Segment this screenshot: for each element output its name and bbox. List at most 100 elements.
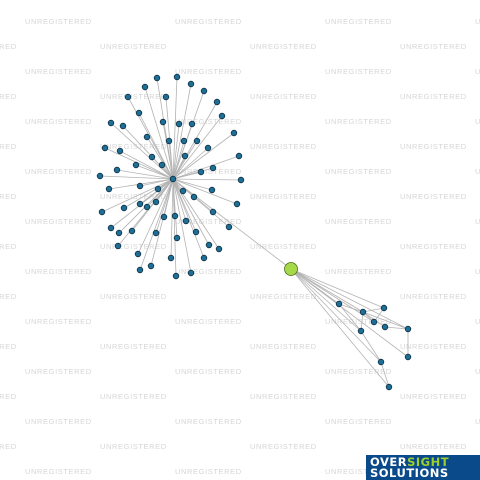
entity-node xyxy=(230,129,238,137)
entity-node xyxy=(101,144,109,152)
watermark-text: UNREGISTERED xyxy=(475,17,480,26)
edge xyxy=(172,155,186,180)
watermark-text: UNREGISTERED xyxy=(0,42,17,51)
edge xyxy=(172,155,240,180)
edge xyxy=(172,178,230,228)
watermark-text: UNREGISTERED xyxy=(175,117,242,126)
watermark-text: UNREGISTERED xyxy=(175,67,242,76)
logo-line-2: SOLUTIONS xyxy=(370,466,449,480)
watermark-text: UNREGISTERED xyxy=(25,167,92,176)
watermark-text: UNREGISTERED xyxy=(250,392,317,401)
entity-node xyxy=(180,137,188,145)
watermark-text: UNREGISTERED xyxy=(100,242,167,251)
edge xyxy=(119,150,174,180)
entity-node xyxy=(200,87,208,95)
watermark-text: UNREGISTERED xyxy=(400,392,467,401)
edge xyxy=(116,169,174,180)
entity-node xyxy=(143,133,151,141)
entity-node xyxy=(116,147,124,155)
watermark-text: UNREGISTERED xyxy=(400,342,467,351)
watermark-text: UNREGISTERED xyxy=(325,467,392,476)
entity-node xyxy=(233,200,241,208)
edge xyxy=(123,178,174,209)
entity-node xyxy=(107,119,115,127)
watermark-text: UNREGISTERED xyxy=(475,67,480,76)
edge xyxy=(290,268,390,388)
watermark-text: UNREGISTERED xyxy=(325,417,392,426)
edge xyxy=(155,178,174,234)
watermark-text: UNREGISTERED xyxy=(100,42,167,51)
edge xyxy=(139,178,174,271)
watermark-text: UNREGISTERED xyxy=(175,17,242,26)
watermark-text: UNREGISTERED xyxy=(175,467,242,476)
watermark-text: UNREGISTERED xyxy=(325,217,392,226)
entity-node xyxy=(134,250,142,258)
watermark-text: UNREGISTERED xyxy=(325,317,392,326)
entity-node xyxy=(160,213,168,221)
watermark-text: UNREGISTERED xyxy=(250,342,317,351)
edge xyxy=(362,307,385,313)
entity-node xyxy=(158,161,166,169)
entity-node xyxy=(152,229,160,237)
edge xyxy=(170,178,174,259)
edge xyxy=(290,268,362,332)
watermark-text: UNREGISTERED xyxy=(325,167,392,176)
entity-node xyxy=(136,266,144,274)
entity-node xyxy=(235,152,243,160)
entity-node xyxy=(213,98,221,106)
edge xyxy=(172,123,180,180)
edge xyxy=(172,140,198,180)
entity-node xyxy=(377,358,385,366)
entity-node xyxy=(404,325,412,333)
entity-node xyxy=(173,73,181,81)
edge xyxy=(380,361,390,388)
watermark-text: UNREGISTERED xyxy=(0,142,17,151)
entity-node xyxy=(162,93,170,101)
entity-node xyxy=(181,152,189,160)
watermark-text: UNREGISTERED xyxy=(400,42,467,51)
hub-node xyxy=(359,308,367,316)
watermark-text: UNREGISTERED xyxy=(250,92,317,101)
entity-node xyxy=(136,200,144,208)
watermark-text: UNREGISTERED xyxy=(25,217,92,226)
edge xyxy=(104,147,174,180)
entity-node xyxy=(132,161,140,169)
edge xyxy=(172,178,192,274)
hub-node xyxy=(169,175,177,183)
entity-node xyxy=(173,234,181,242)
edge xyxy=(290,268,382,363)
edge xyxy=(172,115,223,180)
watermark-text: UNREGISTERED xyxy=(100,442,167,451)
watermark-text: UNREGISTERED xyxy=(400,292,467,301)
entity-node xyxy=(192,228,200,236)
watermark-text: UNREGISTERED xyxy=(100,192,167,201)
entity-node xyxy=(172,272,180,280)
entity-node xyxy=(154,185,162,193)
watermark-text: UNREGISTERED xyxy=(175,417,242,426)
entity-node xyxy=(370,318,378,326)
entity-node xyxy=(335,300,343,308)
entity-node xyxy=(167,254,175,262)
entity-node xyxy=(208,186,216,194)
edge xyxy=(172,178,213,191)
watermark-text: UNREGISTERED xyxy=(475,217,480,226)
watermark-text: UNREGISTERED xyxy=(0,92,17,101)
entity-node xyxy=(197,168,205,176)
entity-node xyxy=(218,112,226,120)
edge xyxy=(110,122,174,180)
entity-node xyxy=(115,229,123,237)
watermark-text: UNREGISTERED xyxy=(0,342,17,351)
watermark-text: UNREGISTERED xyxy=(400,442,467,451)
edge-layer xyxy=(99,76,409,388)
entity-node xyxy=(113,166,121,174)
edge xyxy=(139,178,174,187)
watermark-text: UNREGISTERED xyxy=(100,292,167,301)
edge xyxy=(172,123,193,180)
edge xyxy=(168,140,174,180)
edge xyxy=(360,330,382,363)
entity-node xyxy=(124,93,132,101)
entity-node xyxy=(159,118,167,126)
entity-node xyxy=(200,254,208,262)
